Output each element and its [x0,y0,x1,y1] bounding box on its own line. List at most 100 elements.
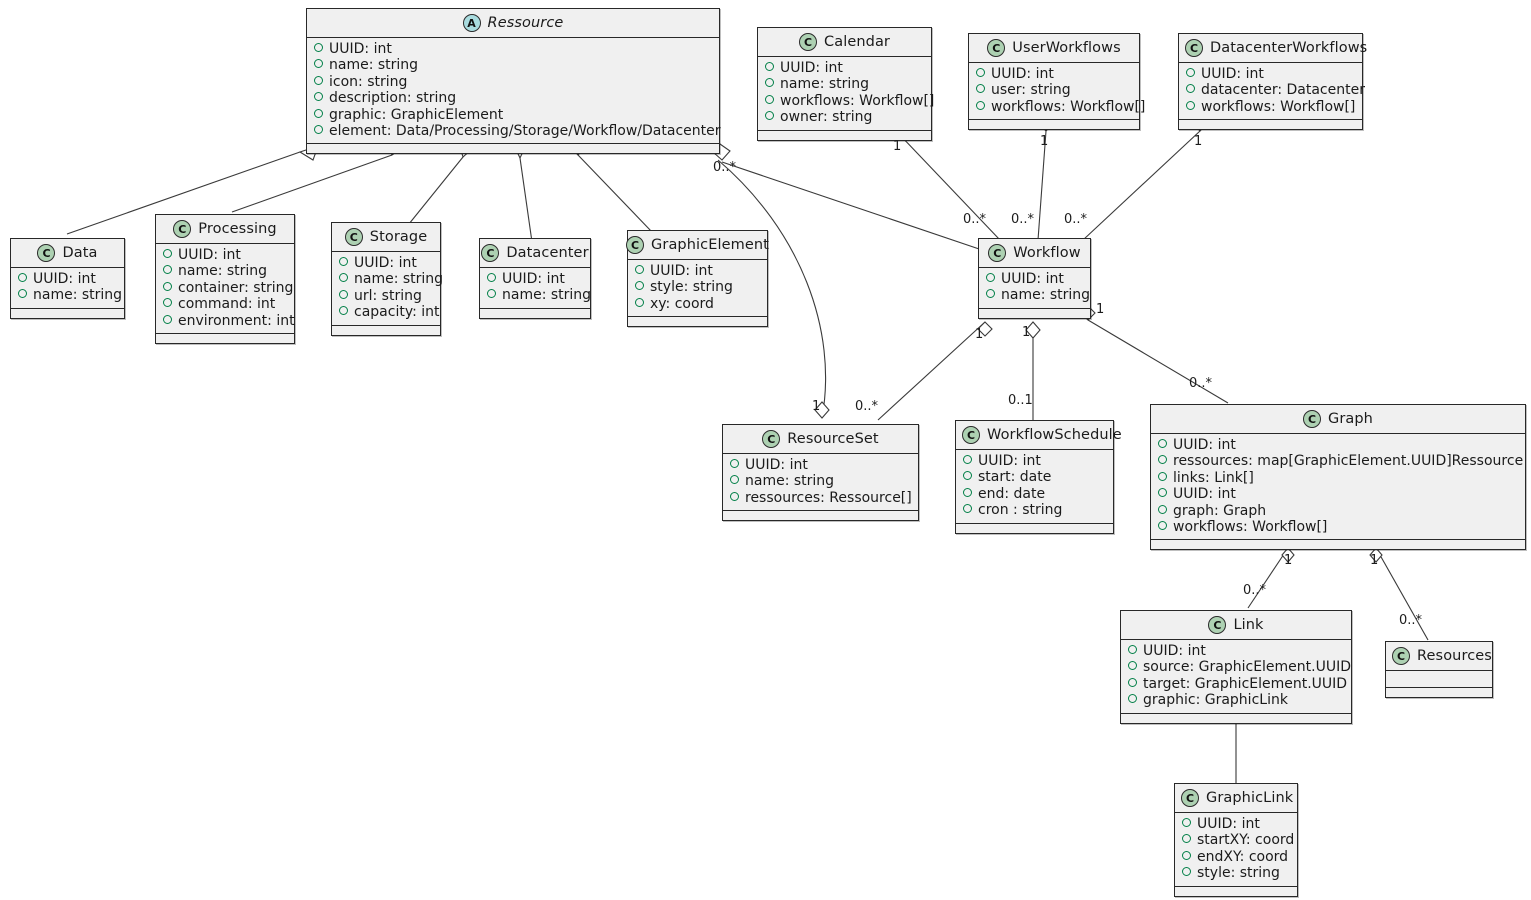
class-box-processing[interactable]: C Processing UUID: int name: string cont… [155,214,295,345]
attribute-row: command: int [163,296,288,312]
multiplicity-label: 0..* [1011,212,1035,227]
attribute-text: icon: string [329,73,408,90]
visibility-public-icon [1158,504,1167,514]
attribute-row: style: string [635,279,761,295]
attribute-text: UUID: int [178,247,241,263]
visibility-public-icon [1158,488,1167,498]
visibility-public-icon [1158,521,1167,531]
class-attributes-graphicelement: UUID: int style: string xy: coord [628,260,767,318]
class-header-graphiclink: C GraphicLink [1175,784,1297,813]
class-header-storage: C Storage [332,223,440,252]
attribute-row: links: Link[] [1158,470,1519,486]
class-icon: C [962,426,980,444]
class-box-storage[interactable]: C Storage UUID: int name: string url: st… [331,222,444,336]
visibility-public-icon [1186,68,1195,77]
attribute-row: icon: string [314,74,713,90]
class-box-resourceset[interactable]: C ResourceSet UUID: int name: string res… [722,424,919,522]
class-box-workflow[interactable]: C Workflow UUID: int name: string [978,238,1091,319]
class-box-graphiclink[interactable]: C GraphicLink UUID: int startXY: coord e… [1174,783,1298,897]
visibility-public-icon [1182,834,1191,844]
class-box-workflowschedule[interactable]: C WorkflowSchedule UUID: int start: date… [955,420,1122,534]
attribute-text: workflows: Workflow[] [1173,519,1328,536]
attribute-text: UUID: int [1143,643,1206,659]
attribute-text: name: string [745,473,835,490]
class-header-resourceset: C ResourceSet [723,425,918,454]
attribute-row: target: GraphicElement.UUID [1128,675,1348,692]
attribute-text: end: date [978,485,1046,502]
edge-graphicelement-ressource [577,154,653,233]
visibility-public-icon [765,78,774,88]
attribute-row: name: string [487,287,591,303]
attribute-text: links: Link[] [1173,469,1254,486]
attribute-text: UUID: int [650,263,713,279]
attribute-row: UUID: int [963,453,1107,469]
attribute-row: name: string [163,263,288,279]
class-attributes-datacenterworkflows: UUID: int datacenter: Datacenter workflo… [1179,63,1365,121]
class-title-storage: Storage [369,229,428,245]
class-header-graphicelement: C GraphicElement [626,231,769,260]
attribute-row: name: string [765,76,925,92]
class-box-link[interactable]: C Link UUID: int source: GraphicElement.… [1120,610,1352,724]
visibility-public-icon [18,273,27,282]
visibility-public-icon [976,100,985,110]
attribute-row: owner: string [765,109,925,125]
attribute-row: workflows: Workflow[] [976,99,1145,115]
attribute-text: startXY: coord [1197,832,1295,849]
abstract-class-icon: A [462,14,481,32]
class-box-userworkflows[interactable]: C UserWorkflows UUID: int user: string w… [968,33,1145,131]
attribute-text: UUID: int [780,60,843,76]
attribute-row: graph: Graph [1158,503,1519,519]
class-box-data[interactable]: C Data UUID: int name: string [10,238,125,319]
class-icon: C [173,220,192,238]
visibility-public-icon [1182,867,1191,877]
class-methods-ressource [307,144,719,154]
class-attributes-resources [1386,671,1492,688]
attribute-text: name: string [354,271,444,288]
visibility-public-icon [1128,694,1137,704]
attribute-text: name: string [178,263,268,280]
class-methods-calendar [758,130,931,140]
attribute-text: target: GraphicElement.UUID [1143,675,1348,692]
class-box-ressource[interactable]: A Ressource UUID: int name: string icon:… [306,8,720,155]
attribute-row: name: string [986,287,1090,303]
multiplicity-label: 0..* [963,212,987,227]
class-methods-resourceset [723,511,918,521]
visibility-public-icon [163,281,172,291]
class-box-datacenterworkflows[interactable]: C DatacenterWorkflows UUID: int datacent… [1178,33,1367,131]
class-icon: C [481,244,500,262]
multiplicity-label: 0..1 [1008,393,1033,408]
class-title-datacenter: Datacenter [506,245,589,261]
attribute-row: name: string [314,57,713,73]
attribute-text: cron : string [978,502,1063,519]
attribute-row: UUID: int [1158,486,1519,502]
class-box-graphicelement[interactable]: C GraphicElement UUID: int style: string… [626,230,769,328]
visibility-public-icon [1158,455,1167,465]
attribute-text: graph: Graph [1173,502,1267,519]
multiplicity-label: 0..* [1243,583,1267,598]
attribute-row: UUID: int [976,66,1133,82]
class-title-userworkflows: UserWorkflows [1012,40,1121,56]
attribute-text: endXY: coord [1197,848,1289,865]
class-box-calendar[interactable]: C Calendar UUID: int name: string workfl… [757,27,934,141]
visibility-public-icon [1182,818,1191,827]
class-box-graph[interactable]: C Graph UUID: int ressources: map[Graphi… [1150,404,1526,551]
class-box-resources[interactable]: C Resources [1385,641,1493,698]
multiplicity-label: 0..* [1064,212,1088,227]
attribute-row: source: GraphicElement.UUID [1128,659,1351,675]
attribute-text: UUID: int [745,457,808,473]
class-title-workflowschedule: WorkflowSchedule [987,427,1122,443]
class-title-link: Link [1233,617,1264,633]
attribute-text: datacenter: Datacenter [1201,82,1365,99]
attribute-text: workflows: Workflow[] [991,98,1146,115]
visibility-public-icon [730,475,739,485]
class-title-resources: Resources [1417,648,1492,664]
visibility-public-icon [314,59,323,69]
class-box-datacenter[interactable]: C Datacenter UUID: int name: string [479,238,591,319]
attribute-text: UUID: int [329,41,392,57]
multiplicity-label: 1 [1040,134,1049,149]
class-methods-graph [1151,540,1525,550]
multiplicity-label: 1 [1370,553,1379,568]
attribute-row: UUID: int [986,271,1084,287]
multiplicity-label: 1 [975,327,984,342]
class-header-workflow: C Workflow [979,239,1090,268]
